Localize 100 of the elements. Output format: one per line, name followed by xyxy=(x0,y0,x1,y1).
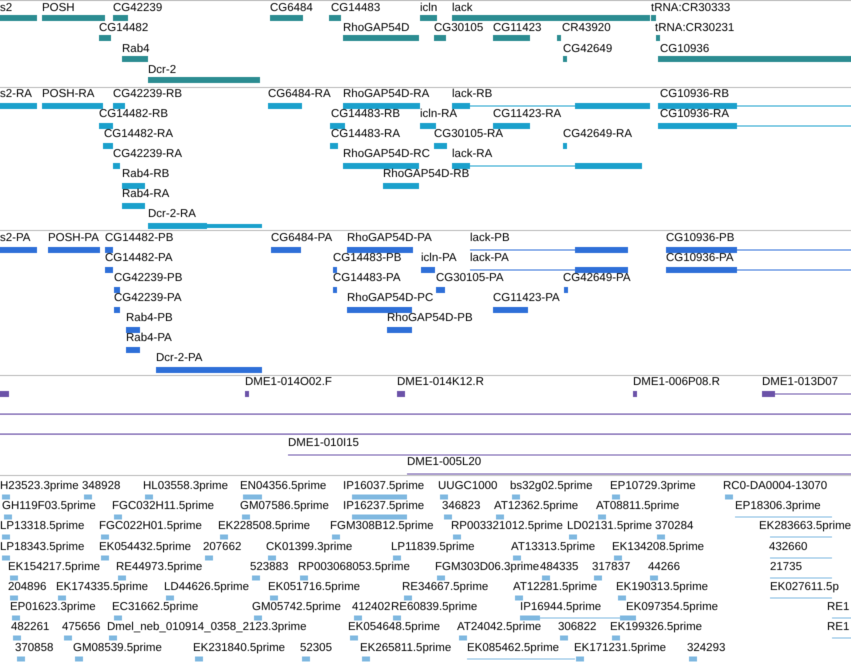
feature-label: icln xyxy=(420,2,438,15)
feature-label: icln-PA xyxy=(421,252,457,265)
feature-label: CG14483-PB xyxy=(333,252,402,265)
feature-label: s2-PA xyxy=(0,232,30,245)
feature-label: RE34667.5prime xyxy=(402,581,488,594)
feature-label: CG6484-PA xyxy=(271,232,332,245)
feature-label: EK054648.5prime xyxy=(348,621,440,634)
feature-label: CG14482-PA xyxy=(105,252,173,265)
feature-label: 412402 xyxy=(352,601,390,614)
feature-label: RhoGAP54D-PA xyxy=(347,232,432,245)
feature-label: AT12362.5prime xyxy=(494,500,578,513)
feature-label: EP10729.3prime xyxy=(610,480,696,493)
feature-label: Rab4-PB xyxy=(126,312,173,325)
feature-label: CG14482-PB xyxy=(105,232,174,245)
feature-label: EK231840.5prime xyxy=(193,642,286,655)
feature-label: RP003321012.5prime xyxy=(451,520,563,533)
feature-label: EK228508.5prime xyxy=(218,520,310,533)
feature-label: lack-RA xyxy=(452,148,492,161)
feature-label: UUGC1000 xyxy=(438,480,498,493)
feature-label: EK154217.5prime xyxy=(8,561,100,574)
feature-label: CG14483-RA xyxy=(331,128,400,141)
feature-label: 523883 xyxy=(250,561,288,574)
feature-label: AT24042.5prime xyxy=(457,621,542,634)
feature-label: CG11423-RA xyxy=(493,108,562,121)
feature-label: Dcr-2-PA xyxy=(156,352,202,365)
feature-label: EK265811.5prime xyxy=(360,642,452,655)
feature-label: CG10936-RB xyxy=(660,88,730,101)
feature-label: LD02131.5prime xyxy=(567,520,652,533)
feature-label: GM08539.5prime xyxy=(73,642,162,655)
feature-label: CG14483-PA xyxy=(333,272,401,285)
feature-label: CG42649 xyxy=(563,43,612,56)
feature-label: Dcr-2-RA xyxy=(148,208,196,221)
feature-label: 370858 xyxy=(15,642,54,655)
feature-label: 207662 xyxy=(203,541,242,554)
feature-label: CG10936-PA xyxy=(666,252,734,265)
feature-label: RhoGAP54D-PB xyxy=(387,312,473,325)
feature-label: POSH-RA xyxy=(42,88,94,101)
feature-label: RE44973.5prime xyxy=(116,561,202,574)
feature-label: EK027611.5p xyxy=(770,581,839,594)
feature-label: bs32g02.5prime xyxy=(510,480,592,493)
feature-label: tRNA:CR30333 xyxy=(651,2,730,15)
feature-label: FGM303D06.3prime xyxy=(435,561,540,574)
feature-label: Rab4 xyxy=(122,43,150,56)
feature-label: CG14483 xyxy=(331,2,380,15)
feature-label: RC0-DA0004-13070 xyxy=(723,480,828,493)
feature-label: AT13313.5prime xyxy=(511,541,596,554)
feature-label: DME1-014O02.F xyxy=(245,376,332,389)
feature-label: 306822 xyxy=(558,621,596,634)
feature-label: Dcr-2 xyxy=(148,64,176,77)
feature-label: CG14482-RA xyxy=(104,128,174,141)
feature-label: 484335 xyxy=(540,561,578,574)
feature-label: FGC022H01.5prime xyxy=(99,520,202,533)
feature-label: CG6484 xyxy=(270,2,313,15)
feature-label: AT12281.5prime xyxy=(513,581,598,594)
feature-label: FGC032H11.5prime xyxy=(112,500,214,513)
feature-label: EK199326.5prime xyxy=(610,621,702,634)
feature-label: FGM308B12.5prime xyxy=(330,520,434,533)
feature-label: RP003068053.5prime xyxy=(298,561,410,574)
feature-label: icln-RA xyxy=(420,108,458,121)
feature-label: EK174335.5prime xyxy=(56,581,148,594)
feature-label: EK134208.5prime xyxy=(612,541,704,554)
feature-label: Rab4-RA xyxy=(122,188,170,201)
feature-label: CG42239 xyxy=(113,2,162,15)
feature-label: DME1-013D07 xyxy=(762,376,838,389)
feature-label: LP18343.5prime xyxy=(0,541,84,554)
feature-label: 317837 xyxy=(592,561,630,574)
feature-label: 482261 xyxy=(11,621,50,634)
feature-label: DME1-014K12.R xyxy=(397,376,484,389)
feature-label: EK085462.5prime xyxy=(467,642,560,655)
feature-label: CG10936-RA xyxy=(660,108,730,121)
feature-label: EK190313.5prime xyxy=(616,581,708,594)
feature-label: 21735 xyxy=(770,561,802,574)
feature-label: lack-PA xyxy=(470,252,509,265)
feature-label: CG30105-PA xyxy=(436,272,504,285)
feature-label: GM07586.5prime xyxy=(240,500,329,513)
feature-label: POSH-PA xyxy=(48,232,99,245)
feature-label: CG42239-PA xyxy=(114,292,182,305)
feature-label: CG6484-RA xyxy=(268,88,331,101)
feature-label: H23523.3prime xyxy=(0,480,79,493)
feature-label: LD44626.5prime xyxy=(164,581,250,594)
feature-label: DME1-010I15 xyxy=(288,437,359,450)
feature-label: RE60839.5prime xyxy=(391,601,478,614)
feature-label: DME1-006P08.R xyxy=(633,376,720,389)
feature-label: RhoGAP54D xyxy=(343,22,410,35)
feature-label: EK171231.5prime xyxy=(574,642,666,655)
feature-label: tRNA:CR30231 xyxy=(655,22,734,35)
feature-label: 44266 xyxy=(648,561,680,574)
feature-label: GH119F03.5prime xyxy=(2,500,96,513)
feature-label: IP16037.5prime xyxy=(343,480,424,493)
feature-label: EC31662.5prime xyxy=(112,601,198,614)
feature-label: CK01399.3prime xyxy=(266,541,352,554)
feature-label: CG14483-RB xyxy=(331,108,400,121)
feature-label: CG10936 xyxy=(660,43,710,56)
feature-label: POSH xyxy=(42,2,75,15)
feature-label: 324293 xyxy=(687,642,726,655)
feature-label: RhoGAP54D-RA xyxy=(343,88,430,101)
feature-label: CG14482-RB xyxy=(99,108,168,121)
feature-label: IP16944.5prime xyxy=(520,601,602,614)
feature-label: Dmel_neb_010914_0358_2123.3prime xyxy=(107,621,306,634)
feature-label: EN04356.5prime xyxy=(240,480,326,493)
